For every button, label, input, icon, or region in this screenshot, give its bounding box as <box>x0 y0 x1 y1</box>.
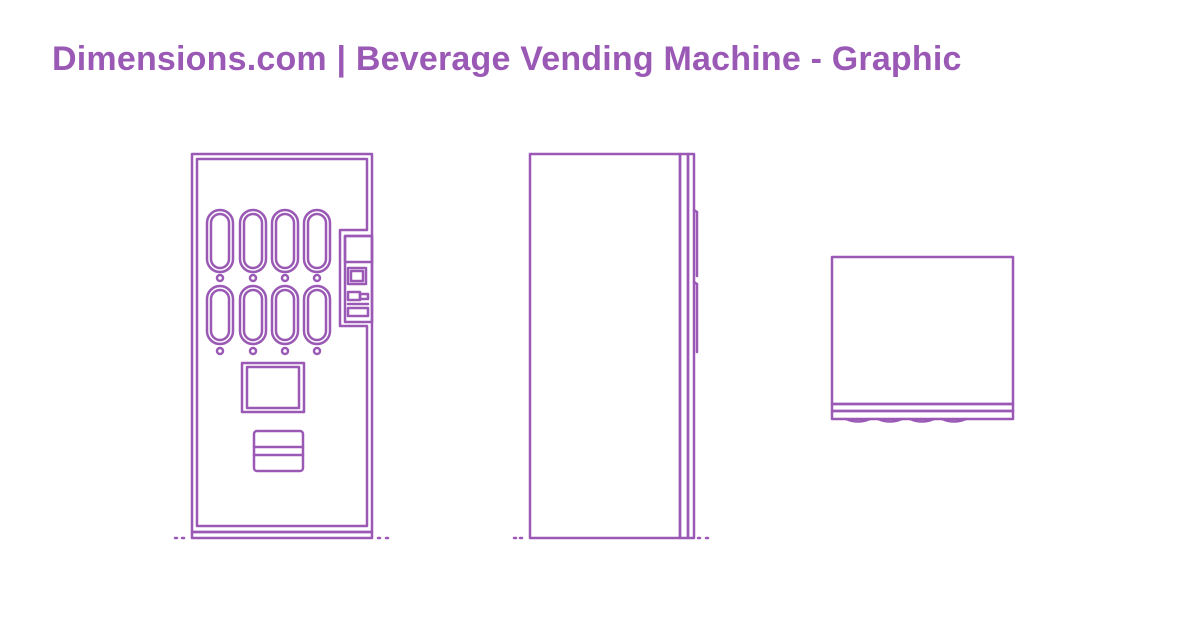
selection-window-inner <box>209 212 231 270</box>
selection-window <box>302 208 332 274</box>
side-elevation-view <box>512 152 710 540</box>
selection-window <box>238 284 268 346</box>
control-panel-display <box>346 266 368 286</box>
bottom-row-selections <box>205 284 332 356</box>
selection-window-inner <box>306 212 328 270</box>
product-delivery-window <box>240 361 306 414</box>
selection-button <box>280 273 290 283</box>
selection-button <box>248 273 258 283</box>
front-door-panel <box>195 157 369 528</box>
selection-window-inner <box>209 288 231 342</box>
selection-window <box>270 208 300 274</box>
top-cabinet-outline <box>830 255 1015 406</box>
side-door-edge <box>686 152 696 540</box>
selection-window <box>238 208 268 274</box>
top-plan-view <box>830 255 1015 423</box>
selection-button <box>215 273 225 283</box>
vending-door-flap <box>252 429 305 473</box>
payment-control-panel <box>343 234 374 324</box>
selection-button <box>215 346 225 356</box>
bill-slot <box>358 292 370 301</box>
selection-window <box>302 284 332 346</box>
control-panel-display-inner <box>349 269 365 283</box>
front-base-plinth <box>190 530 374 540</box>
selection-window <box>270 284 300 346</box>
coin-return <box>346 306 370 318</box>
selection-window-inner <box>274 212 296 270</box>
top-row-selections <box>205 208 332 283</box>
selection-window-inner <box>242 212 264 270</box>
front-elevation-view <box>173 152 390 540</box>
selection-window-inner <box>306 288 328 342</box>
selection-button <box>312 273 322 283</box>
selection-window-inner <box>242 288 264 342</box>
selection-button <box>248 346 258 356</box>
side-cabinet-outline <box>528 152 682 540</box>
top-door-edge <box>830 409 1015 421</box>
selection-window <box>205 208 235 274</box>
product-delivery-window-inner <box>245 365 301 410</box>
selection-button <box>280 346 290 356</box>
control-panel-header <box>343 234 374 264</box>
selection-window-inner <box>274 288 296 342</box>
coin-slot <box>346 290 362 302</box>
selection-button <box>312 346 322 356</box>
selection-window <box>205 284 235 346</box>
page-title: Dimensions.com | Beverage Vending Machin… <box>52 40 962 78</box>
top-button-profiles <box>844 417 968 423</box>
